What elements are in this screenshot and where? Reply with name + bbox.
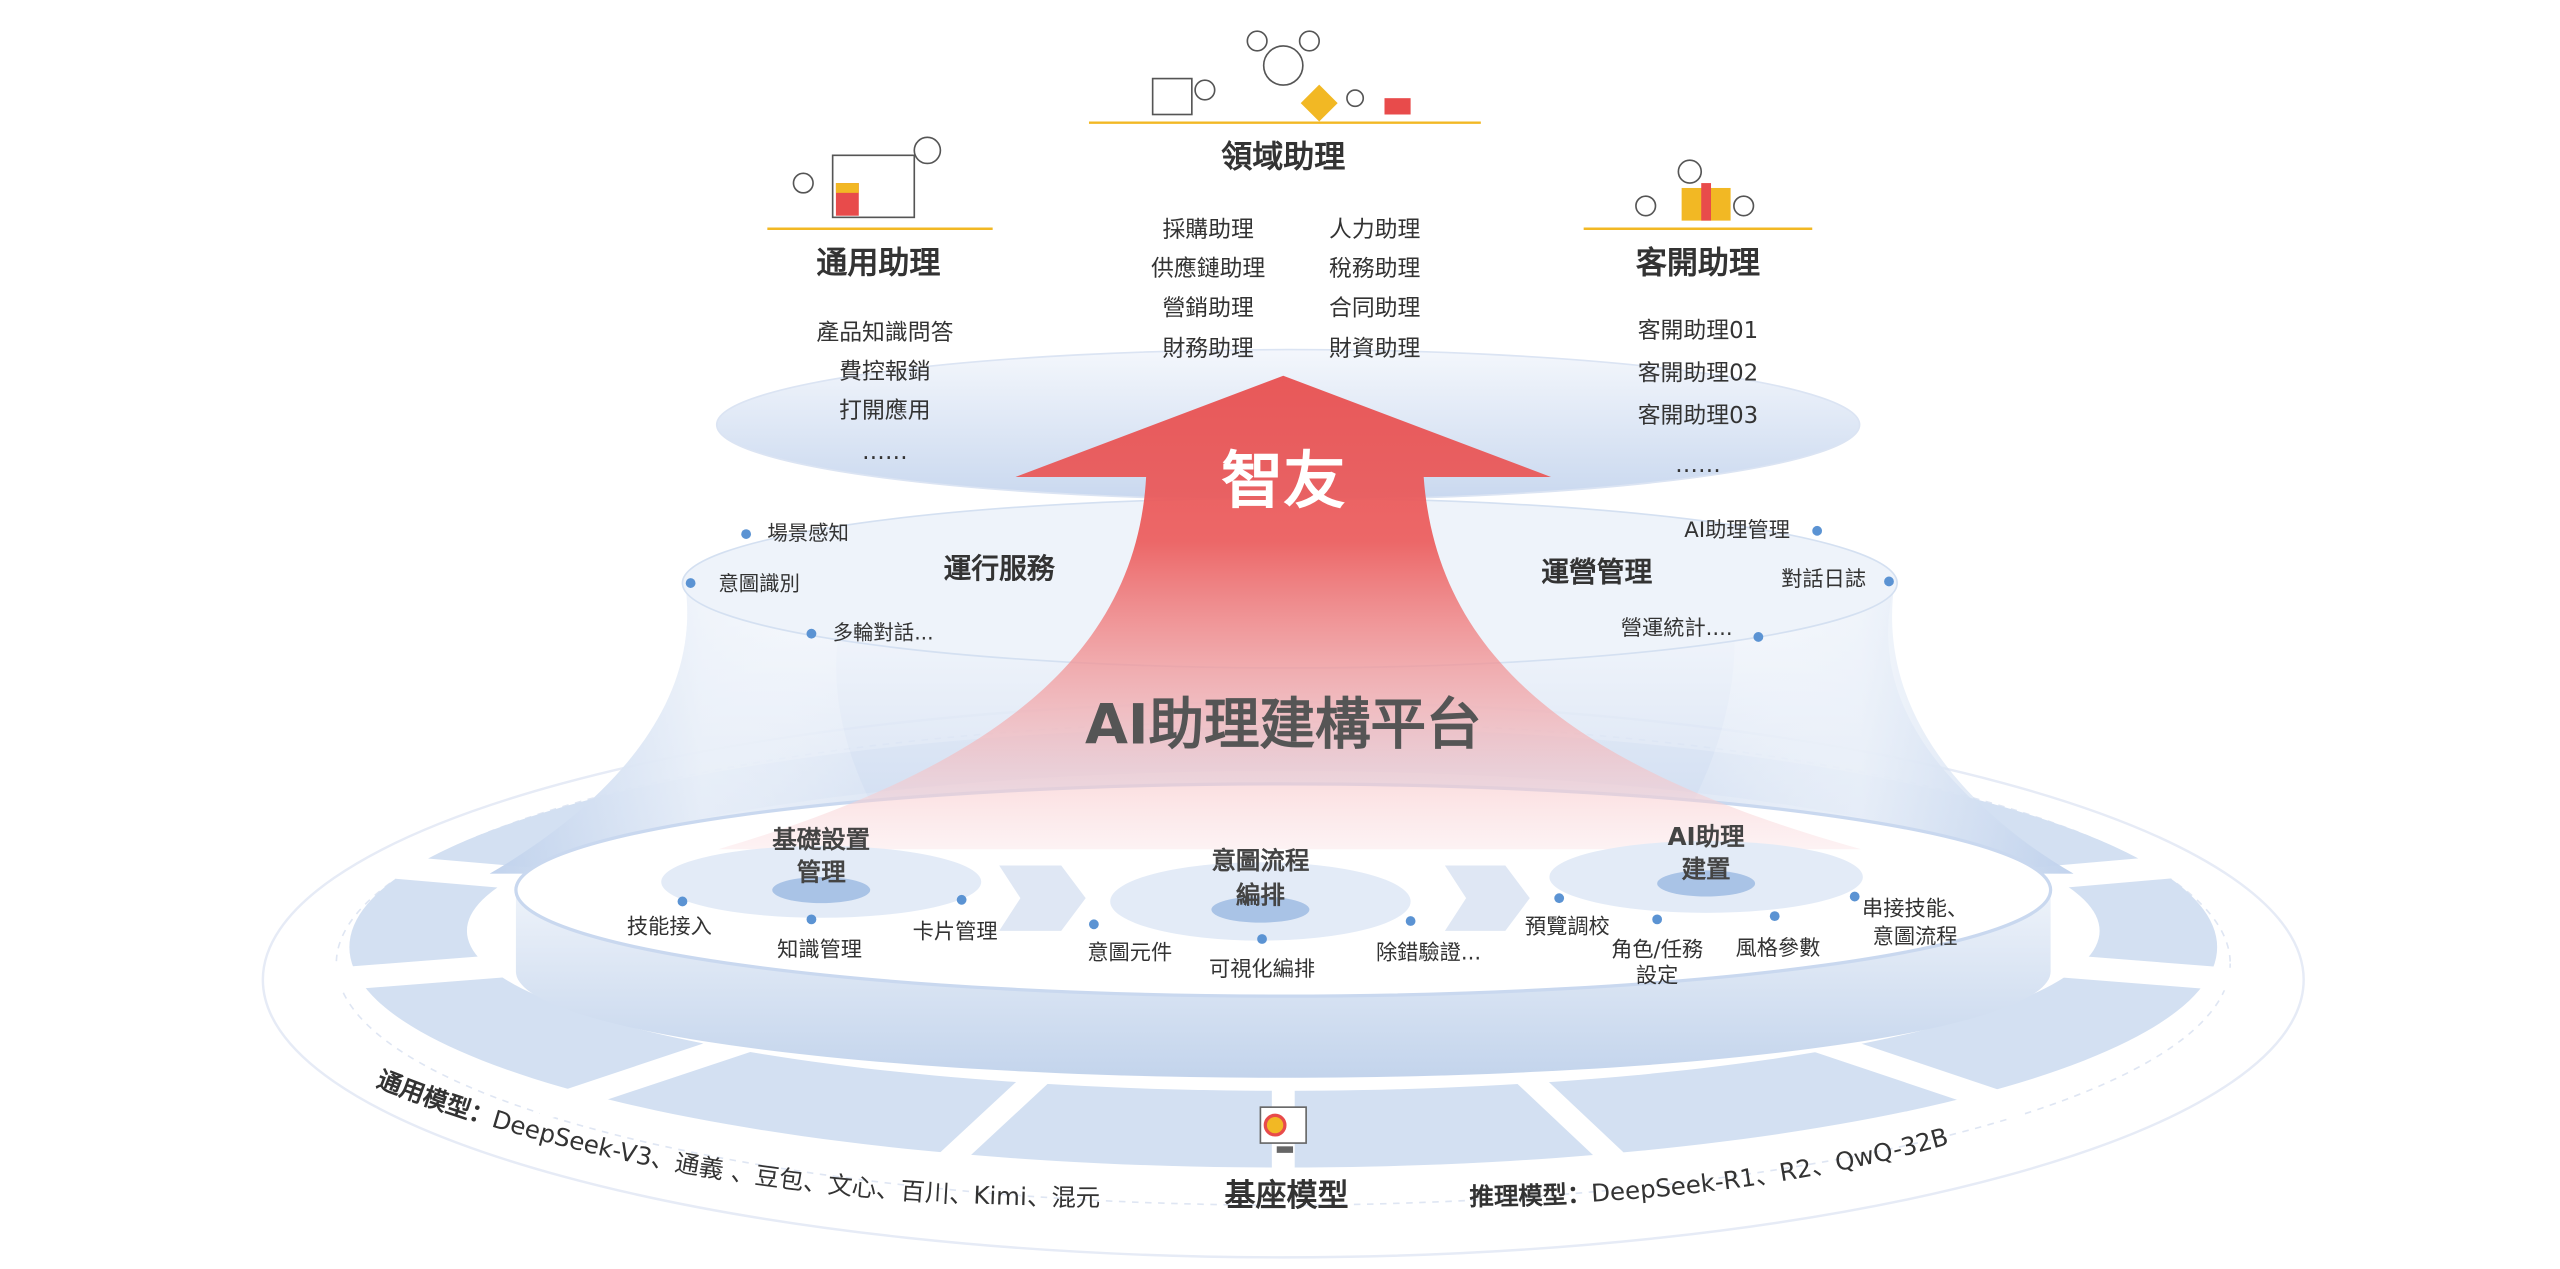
- chevron-arrow-icon: [999, 865, 1086, 931]
- chevron-arrow-icon: [1444, 865, 1530, 931]
- svg-text:意圖流程: 意圖流程: [1873, 924, 1958, 949]
- domain-item: 稅務助理: [1329, 256, 1421, 282]
- module-item: 意圖元件: [1087, 941, 1172, 966]
- runtime-item: 意圖識別: [718, 572, 800, 596]
- module-item: 串接技能、: [1862, 897, 1968, 922]
- base-title: 基座模型: [1224, 1178, 1348, 1214]
- runtime-item: 多輪對話...: [833, 621, 934, 645]
- svg-text:管理: 管理: [797, 858, 846, 887]
- domain-item: 供應鏈助理: [1151, 256, 1265, 282]
- svg-text:設定: 設定: [1636, 964, 1678, 989]
- custom-item: 客開助理01: [1638, 318, 1758, 344]
- domain-title: 領域助理: [1221, 140, 1345, 176]
- custom-assistant-icon: [1635, 159, 1755, 221]
- upward-arrow: [718, 375, 1862, 850]
- module-item: 預覽調校: [1525, 915, 1610, 940]
- domain-item: 合同助理: [1329, 295, 1421, 321]
- custom-item: ……: [1675, 452, 1721, 478]
- general-item: 產品知識問答: [816, 320, 953, 346]
- module-item: 除錯驗證...: [1376, 941, 1481, 966]
- module-item: 風格參數: [1736, 936, 1821, 961]
- domain-item: 人力助理: [1329, 217, 1421, 243]
- operations-item: AI助理管理: [1684, 518, 1790, 543]
- domain-item: 採購助理: [1162, 217, 1254, 243]
- svg-text:意圖流程: 意圖流程: [1211, 846, 1309, 875]
- general-item: ……: [862, 439, 908, 465]
- module-item: 可視化編排: [1209, 957, 1315, 982]
- base-dashed-ring: [335, 721, 2232, 1206]
- operations-item: 營運統計....: [1621, 616, 1733, 641]
- module-item: 技能接入: [627, 915, 712, 940]
- svg-text:基礎設置: 基礎設置: [772, 825, 870, 854]
- custom-title: 客開助理: [1636, 246, 1760, 282]
- general-item: 費控報銷: [839, 359, 930, 385]
- arrow-label: 智友: [1221, 444, 1345, 517]
- module-item: 卡片管理: [913, 919, 998, 944]
- operations-item: 對話日誌: [1781, 567, 1866, 592]
- domain-assistant-icon: [1151, 30, 1411, 122]
- svg-text:建置: 建置: [1682, 854, 1731, 883]
- runtime-item: 場景感知: [767, 521, 849, 545]
- svg-text:編排: 編排: [1236, 881, 1285, 910]
- svg-text:AI助理: AI助理: [1668, 822, 1746, 851]
- custom-item: 客開助理02: [1638, 361, 1758, 387]
- general-assistant-icon: [792, 136, 942, 219]
- runtime-title: 運行服務: [944, 552, 1056, 585]
- custom-item: 客開助理03: [1638, 403, 1758, 429]
- platform-title: AI助理建構平台: [1085, 693, 1482, 758]
- module-item: 知識管理: [777, 937, 862, 962]
- general-title: 通用助理: [816, 246, 940, 282]
- domain-item: 財務助理: [1162, 336, 1254, 362]
- base-model-icon: [1259, 1106, 1307, 1153]
- module-item: 角色/任務: [1611, 937, 1703, 962]
- operations-title: 運營管理: [1541, 555, 1652, 588]
- domain-item: 營銷助理: [1162, 295, 1254, 321]
- general-item: 打開應用: [839, 398, 930, 424]
- domain-item: 財資助理: [1329, 336, 1421, 362]
